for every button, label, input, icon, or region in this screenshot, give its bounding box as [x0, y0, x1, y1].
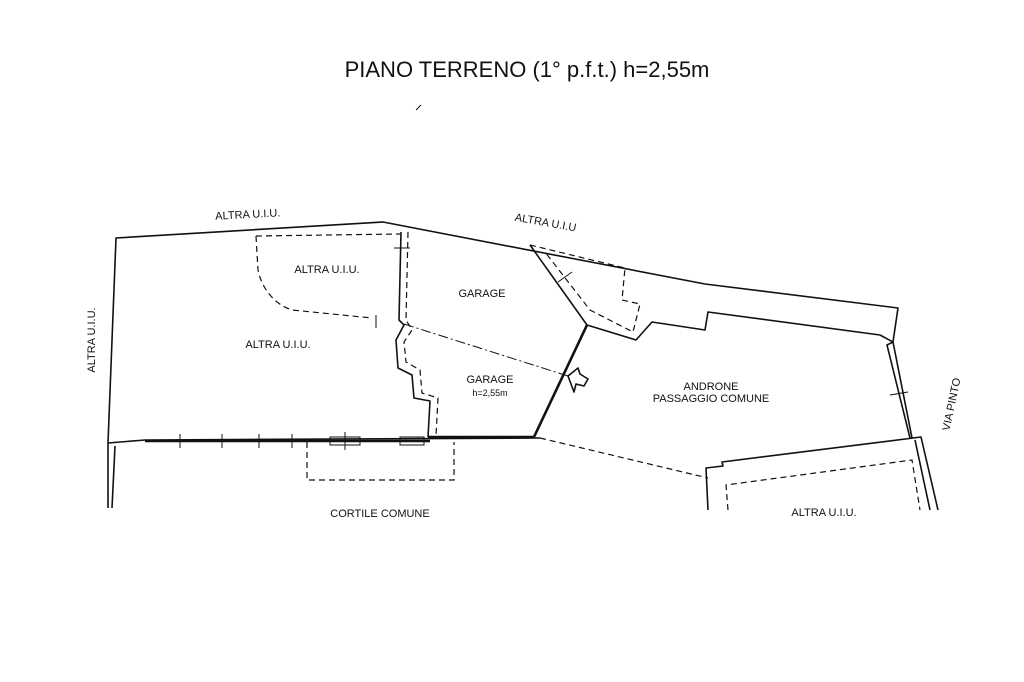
label-altra-inner-top: ALTRA U.I.U.	[294, 264, 359, 276]
label-altra-bottom-right: ALTRA U.I.U.	[791, 507, 856, 519]
label-garage-1: GARAGE	[458, 288, 505, 300]
section-line	[403, 323, 569, 377]
boundary-dashed-lower	[539, 437, 709, 479]
label-altra-inner-main: ALTRA U.I.U.	[245, 339, 310, 351]
plan-title: PIANO TERRENO (1° p.f.t.) h=2,55m	[345, 57, 710, 82]
recess-dashed	[529, 244, 641, 333]
recess-wall	[586, 311, 894, 343]
label-altra-top-left: ALTRA U.I.U.	[215, 207, 281, 222]
lower-right-block-dashed	[725, 459, 921, 511]
partition-wall	[395, 231, 431, 438]
label-androne: ANDRONE	[683, 381, 738, 393]
wall-tick-6	[557, 271, 573, 283]
via-pinto-tick	[889, 391, 909, 396]
entry-arrow-icon	[567, 367, 589, 393]
stray-mark	[415, 104, 422, 111]
via-pinto-wall	[892, 341, 913, 439]
courtyard-dashed	[306, 442, 455, 481]
garage-diagonal-wall-upper	[529, 244, 588, 326]
left-wall-inner-lower	[111, 445, 116, 509]
label-cortile-comune: CORTILE COMUNE	[330, 508, 429, 520]
label-via-pinto: VIA PINTO	[941, 376, 964, 431]
lower-right-inner-wall	[914, 439, 931, 511]
inner-boundary-altra	[255, 233, 401, 319]
garage-diagonal-wall	[532, 324, 589, 438]
lower-right-block	[705, 436, 939, 511]
window-2	[399, 436, 425, 446]
partition-wall-dashed	[403, 231, 439, 437]
label-garage-2-height: h=2,55m	[472, 388, 507, 398]
label-altra-left-vertical: ALTRA U.I.U.	[86, 307, 98, 372]
label-altra-top-right: ALTRA U.I.U	[514, 212, 577, 235]
outer-wall-outline	[107, 221, 911, 444]
label-garage-2: GARAGE	[466, 374, 513, 386]
label-passaggio-comune: PASSAGGIO COMUNE	[653, 393, 770, 405]
